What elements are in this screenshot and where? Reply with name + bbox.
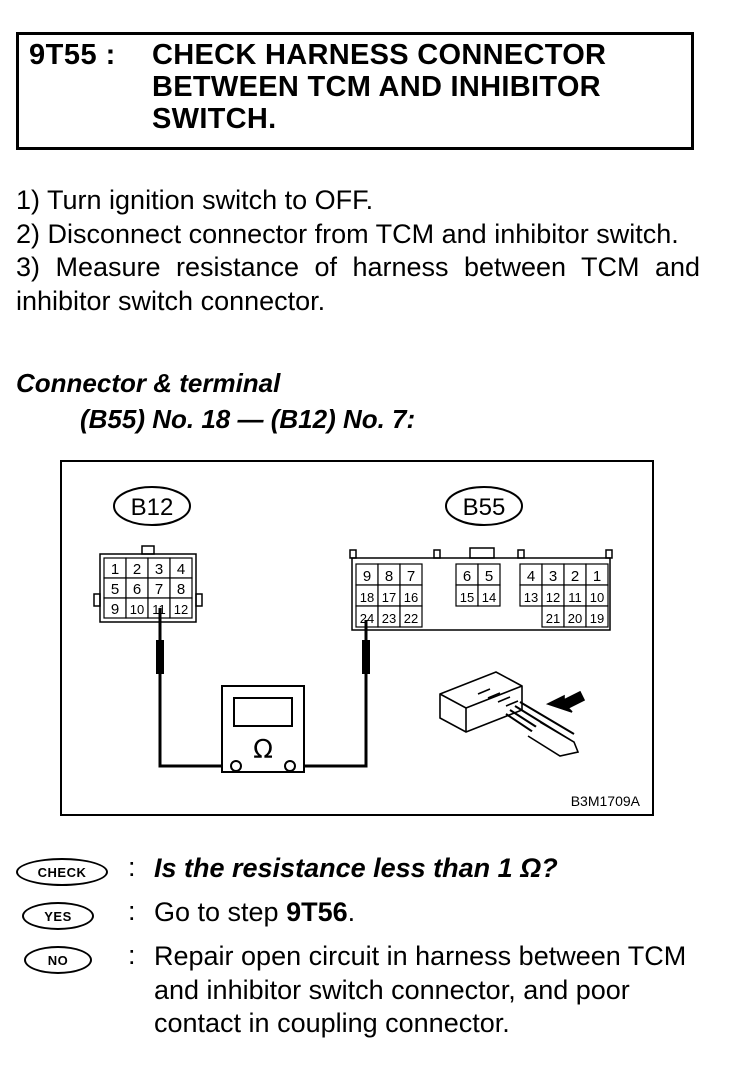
b55-terminal-number: 11 bbox=[568, 590, 582, 605]
b55-terminal-cell bbox=[585, 605, 609, 628]
b55-terminal-number: 15 bbox=[460, 590, 474, 605]
b12-terminal-number: 6 bbox=[133, 581, 141, 598]
b12-terminal-number: 2 bbox=[133, 561, 141, 578]
b12-terminal-number: 1 bbox=[111, 561, 119, 578]
ohmmeter: Ω bbox=[221, 685, 305, 773]
b55-terminal-cell bbox=[399, 605, 423, 628]
yes-action: Go to step 9T56. bbox=[154, 896, 714, 930]
b55-terminal-number: 20 bbox=[568, 611, 582, 626]
b12-terminal-cell bbox=[169, 597, 193, 619]
b55-connector bbox=[349, 547, 613, 631]
b55-terminal-cell bbox=[477, 584, 501, 607]
yes-row: YES : Go to step 9T56. bbox=[16, 896, 716, 936]
b55-terminal-number: 17 bbox=[382, 590, 396, 605]
procedure-step: 3) Measure resistance of harness between… bbox=[16, 252, 700, 316]
b55-terminal-number: 14 bbox=[482, 590, 496, 605]
no-action: Repair open circuit in harness between T… bbox=[154, 941, 687, 1038]
b55-terminal-number: 9 bbox=[363, 568, 371, 585]
b55-terminal-number: 7 bbox=[407, 568, 415, 585]
b55-terminal-number: 2 bbox=[571, 568, 579, 585]
b55-terminal-number: 12 bbox=[546, 590, 560, 605]
b12-terminal-number: 9 bbox=[111, 601, 119, 618]
check-colon: : bbox=[128, 852, 136, 882]
b55-terminal-number: 19 bbox=[590, 611, 604, 626]
b55-terminal-number: 23 bbox=[382, 611, 396, 626]
connector-illustration bbox=[439, 671, 586, 757]
step-title: CHECK HARNESS CONNECTOR BETWEEN TCM AND … bbox=[152, 39, 607, 135]
b55-terminal-number: 3 bbox=[549, 568, 557, 585]
probe-leads bbox=[156, 608, 370, 768]
b55-terminal-number: 8 bbox=[385, 568, 393, 585]
no-badge: NO bbox=[24, 946, 92, 974]
b12-terminal-number: 5 bbox=[111, 581, 119, 598]
yes-text-suffix: . bbox=[347, 897, 356, 927]
yes-badge: YES bbox=[22, 902, 94, 930]
b55-terminal-number: 22 bbox=[404, 611, 418, 626]
b55-terminal-number: 13 bbox=[524, 590, 538, 605]
figure-code: B3M1709A bbox=[571, 793, 641, 809]
yes-next-step: 9T56 bbox=[286, 897, 348, 927]
b55-terminal-number: 4 bbox=[527, 568, 535, 585]
b55-terminal-number: 16 bbox=[404, 590, 418, 605]
b12-label: B12 bbox=[131, 494, 174, 521]
procedure-step: 2) Disconnect connector from TCM and inh… bbox=[16, 218, 679, 249]
no-row: NO : Repair open circuit in harness betw… bbox=[16, 940, 716, 1050]
step-title-box: 9T55 : CHECK HARNESS CONNECTOR BETWEEN T… bbox=[16, 32, 694, 150]
b55-terminal-number: 10 bbox=[590, 590, 604, 605]
connector-pins: (B55) No. 18 — (B12) No. 7: bbox=[80, 404, 416, 434]
b55-terminal-number: 1 bbox=[593, 568, 601, 585]
b55-terminal-number: 21 bbox=[546, 611, 560, 626]
b55-terminal-number: 18 bbox=[360, 590, 374, 605]
wiring-diagram: B12 B55 123456789101112 9871817162423226… bbox=[60, 460, 654, 816]
connector-heading: Connector & terminal bbox=[16, 368, 281, 398]
b55-label: B55 bbox=[463, 494, 506, 521]
b55-terminal-number: 6 bbox=[463, 568, 471, 585]
check-question: Is the resistance less than 1 Ω? bbox=[154, 853, 558, 883]
b12-terminal-number: 7 bbox=[155, 581, 163, 598]
yes-colon: : bbox=[128, 896, 136, 926]
b12-terminal-number: 3 bbox=[155, 561, 163, 578]
b12-terminal-number: 8 bbox=[177, 581, 185, 598]
ohm-symbol: Ω bbox=[253, 735, 273, 765]
procedure-steps: 1) Turn ignition switch to OFF. 2) Disco… bbox=[16, 184, 700, 318]
b12-connector bbox=[93, 545, 203, 623]
procedure-step: 1) Turn ignition switch to OFF. bbox=[16, 185, 374, 215]
b12-terminal-number: 4 bbox=[177, 561, 185, 578]
b55-terminal-number: 24 bbox=[360, 611, 374, 626]
b12-terminal-number: 12 bbox=[174, 602, 188, 617]
b12-terminal-grid: 123456789101112 bbox=[103, 557, 193, 619]
check-badge: CHECK bbox=[16, 858, 108, 886]
b55-terminal-number: 5 bbox=[485, 568, 493, 585]
check-row: CHECK : Is the resistance less than 1 Ω? bbox=[16, 852, 716, 892]
b12-terminal-number: 10 bbox=[130, 602, 144, 617]
no-colon: : bbox=[128, 940, 136, 970]
step-id: 9T55 : bbox=[29, 39, 116, 71]
yes-text-prefix: Go to step bbox=[154, 897, 287, 927]
